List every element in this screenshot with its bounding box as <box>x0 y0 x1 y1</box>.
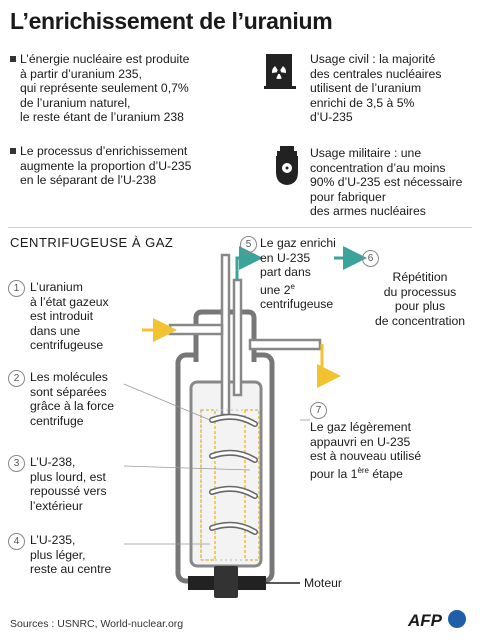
motor-block <box>214 566 238 598</box>
rotor-zone <box>200 409 260 561</box>
motor-label: Moteur <box>304 576 342 590</box>
step-number: 6 <box>362 250 379 267</box>
bullet-icon <box>10 56 16 62</box>
step-6: 6 Répétition du processus pour plus de c… <box>362 250 474 328</box>
step-number: 4 <box>8 533 25 550</box>
step-5: 5 Le gaz enrichi en U-235 part dans une … <box>240 236 336 312</box>
enriched-arrow <box>235 246 263 280</box>
bullet-icon <box>10 148 16 154</box>
divider <box>8 227 472 228</box>
step-1: 1 L’uranium à l’état gazeux est introdui… <box>8 280 109 353</box>
step-3: 3 L’U-238, plus lourd, est repoussé vers… <box>8 455 107 513</box>
intro-right-2: Usage militaire : une concentration d’au… <box>310 146 463 219</box>
intro-left-2: Le processus d’enrichissement augmente l… <box>10 144 191 188</box>
outlet-tube <box>248 338 322 351</box>
step-number: 1 <box>8 280 25 297</box>
nuclear-plant-icon <box>264 54 296 89</box>
step-number: 3 <box>8 455 25 472</box>
step-4: 4 L’U-235, plus léger, reste au centre <box>8 533 111 577</box>
step-number: 5 <box>240 236 257 253</box>
step-7: 7 Le gaz légèrement appauvri en U-235 es… <box>310 402 421 481</box>
inlet-tube <box>168 323 224 336</box>
afp-logo: AFP <box>408 608 468 632</box>
intro-left-1: L’énergie nucléaire est produite à parti… <box>10 52 189 125</box>
intro-right-1: Usage civil : la majorité des centrales … <box>310 52 442 125</box>
sources: Sources : USNRC, World-nuclear.org <box>10 618 184 630</box>
afp-dot-icon <box>448 610 466 628</box>
step-number: 7 <box>310 402 327 419</box>
bomb-icon <box>276 146 298 185</box>
diagram-heading: CENTRIFUGEUSE À GAZ <box>10 235 174 250</box>
step-number: 2 <box>8 370 25 387</box>
depleted-arrow <box>317 344 341 388</box>
step-2: 2 Les molécules sont séparées grâce à la… <box>8 370 114 428</box>
page-title: L’enrichissement de l’uranium <box>10 8 333 34</box>
